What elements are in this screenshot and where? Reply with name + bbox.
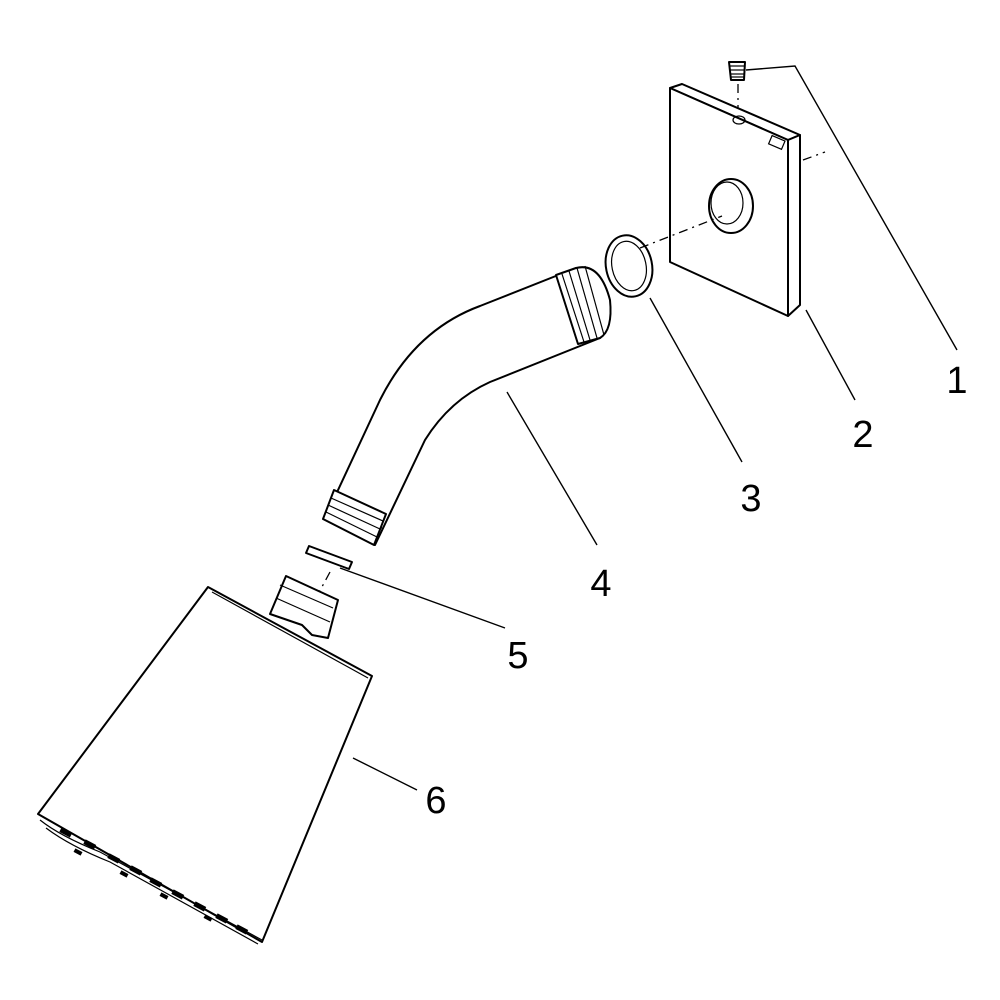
part-escutcheon-plate: [669, 83, 826, 317]
callout-6: 6: [425, 780, 446, 822]
assembly-axis-line: [639, 215, 723, 249]
part-set-screw: [728, 61, 746, 112]
spray-face-nozzles: [59, 827, 249, 935]
part-o-ring: [604, 234, 654, 298]
leader-3: [649, 297, 743, 463]
callout-3: 3: [740, 478, 761, 520]
callout-1: 1: [946, 360, 967, 402]
leader-1: [745, 65, 958, 351]
part-shower-head: [37, 575, 373, 945]
leader-lines: [339, 65, 958, 791]
callout-4: 4: [590, 563, 611, 605]
leader-2: [805, 309, 856, 401]
callout-2: 2: [852, 414, 873, 456]
leader-6: [352, 757, 418, 791]
leader-4: [506, 391, 598, 546]
leader-5: [339, 567, 506, 629]
callout-5: 5: [507, 635, 528, 677]
part-shower-arm: [322, 265, 612, 546]
